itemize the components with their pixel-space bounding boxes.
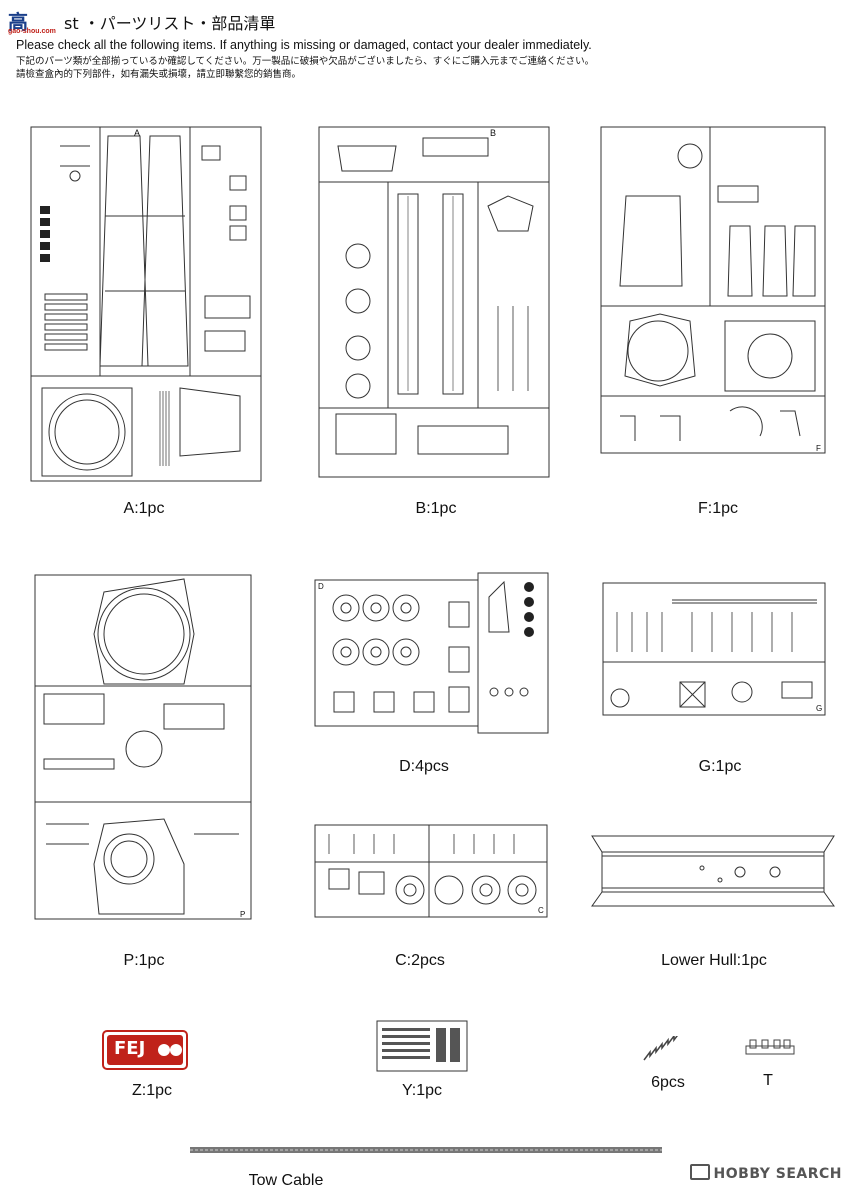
- instruction-chinese: 請檢查盒內的下列部件，如有漏失或損壞，請立即聯繫您的銷售商。: [16, 69, 302, 80]
- part-caption-f: F:1pc: [697, 500, 738, 517]
- part-caption-lower-hull: Lower Hull:1pc: [661, 952, 767, 969]
- part-caption-b: B:1pc: [415, 500, 457, 517]
- sprue-b-drawing: B: [318, 126, 550, 478]
- sprue-letter: P: [240, 910, 246, 919]
- watermark: HOBBY SEARCH: [689, 1164, 842, 1182]
- sprue-letter: F: [816, 444, 821, 453]
- part-caption-g: G:1pc: [698, 758, 742, 775]
- sprue-letter: G: [816, 704, 823, 713]
- part-caption-y: Y:1pc: [401, 1082, 443, 1099]
- tow-cable-drawing: [190, 1146, 662, 1154]
- site-logo[interactable]: 高 gao-shou.com: [8, 6, 70, 36]
- part-caption-tow-cable: Tow Cable: [248, 1172, 324, 1189]
- sprue-p-drawing: P: [34, 574, 252, 920]
- watermark-text: HOBBY SEARCH: [713, 1166, 842, 1182]
- logo-subtext: gao-shou.com: [8, 28, 56, 35]
- decal-logo-text: FEJ: [114, 1038, 146, 1059]
- part-caption-d: D:4pcs: [399, 758, 449, 775]
- decal-sheet-z: FEJ: [102, 1030, 188, 1070]
- spring-part: [640, 1036, 688, 1064]
- instruction-english: Please check all the following items. If…: [16, 38, 592, 52]
- watermark-icon: [689, 1164, 710, 1180]
- sprue-d-drawing: D: [314, 572, 550, 736]
- t-part: [744, 1036, 796, 1062]
- sprue-letter: A: [134, 128, 141, 138]
- sprue-letter: D: [318, 582, 324, 591]
- instruction-japanese: 下記のパーツ類が全部揃っているか確認してください。万一製品に破損や欠品がございま…: [16, 56, 595, 67]
- part-caption-t: T: [763, 1072, 773, 1089]
- part-caption-z: Z:1pc: [131, 1082, 172, 1099]
- sprue-f-drawing: F: [600, 126, 826, 454]
- sprue-letter: B: [490, 128, 497, 138]
- sprue-g-drawing: G: [602, 582, 826, 716]
- part-caption-spring: 6pcs: [651, 1074, 685, 1091]
- sprue-letter: C: [538, 906, 544, 915]
- part-caption-p: P:1pc: [123, 952, 165, 969]
- logo-text: 高: [8, 10, 28, 34]
- header: 高 gao-shou.com st ・パーツリスト・部品清單 Please ch…: [0, 0, 856, 80]
- sprue-a-drawing: A: [30, 126, 262, 482]
- part-caption-c: C:2pcs: [395, 952, 445, 969]
- sprue-c-drawing: C: [314, 824, 548, 918]
- part-caption-a: A:1pc: [123, 500, 165, 517]
- photo-etch-y: [376, 1020, 468, 1072]
- lower-hull-drawing: [590, 832, 836, 912]
- page-title: st ・パーツリスト・部品清單: [64, 14, 276, 33]
